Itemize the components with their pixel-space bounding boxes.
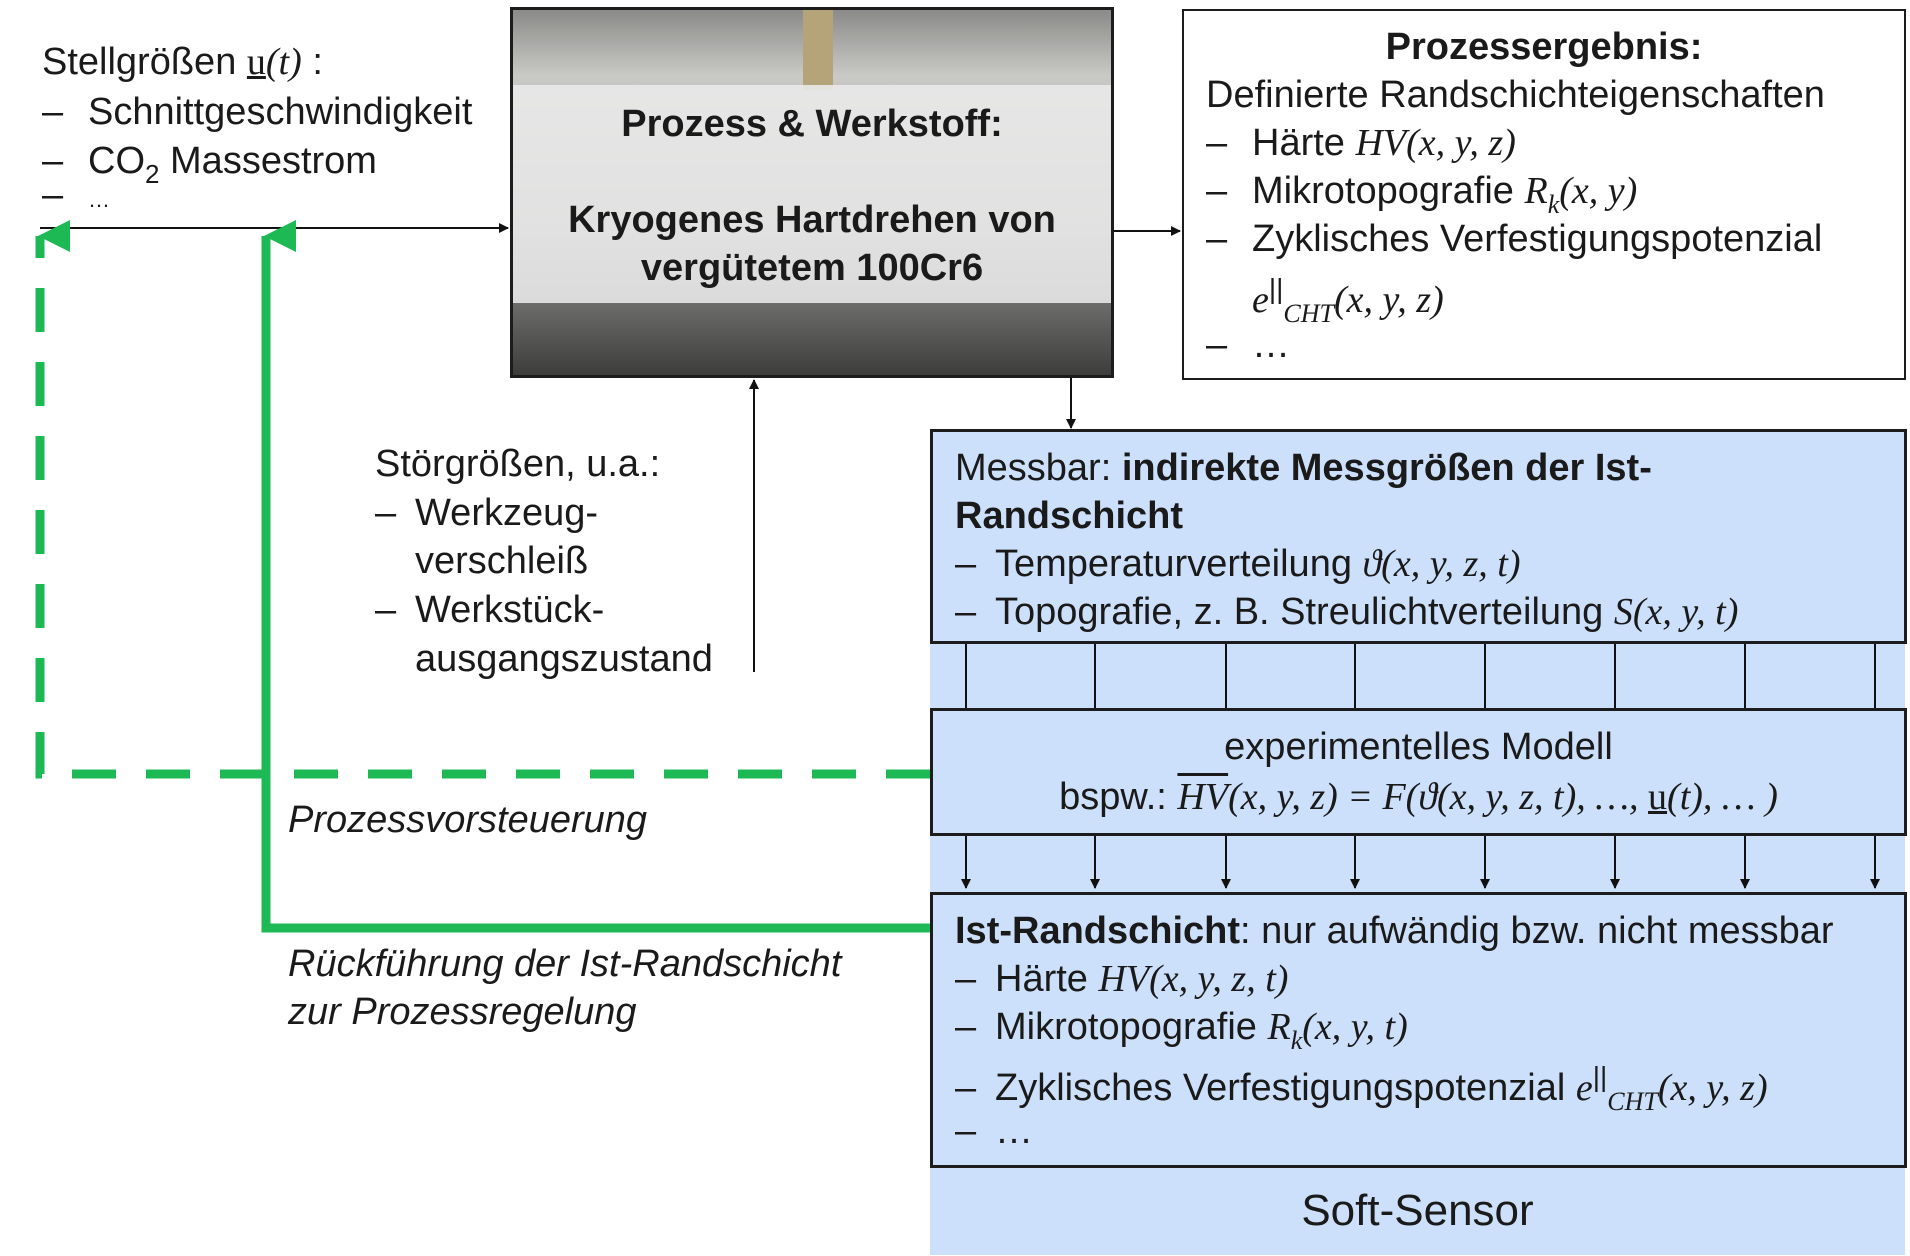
ist-zyk: –Zyklisches Verfestigungspotenzial e||CH… xyxy=(955,1061,1768,1116)
messbar-title: Messbar: indirekte Messgrößen der Ist- xyxy=(955,447,1652,489)
model-to-ist-arrows xyxy=(961,836,1880,889)
result-zyk: –Zyklisches Verfestigungspotenzial xyxy=(1206,218,1823,260)
result-ellipsis: –… xyxy=(1206,324,1290,366)
messbar-box: Messbar: indirekte Messgrößen der Ist- R… xyxy=(930,429,1907,644)
process-label-panel xyxy=(513,85,1111,303)
messbar-title-cont: Randschicht xyxy=(955,495,1184,537)
stellgroesse-item: –… xyxy=(42,174,110,216)
ist-ellipsis: –… xyxy=(955,1110,1033,1152)
stellgroesse-item: –Schnittgeschwindigkeit xyxy=(42,91,473,133)
feedback-path xyxy=(261,220,930,933)
stellgroessen-title: Stellgrößen u(t) : xyxy=(42,41,323,83)
stoer-title: Störgrößen, u.a.: xyxy=(375,443,661,485)
stellgroesse-item: –CO2 Massestrom xyxy=(42,140,377,189)
modell-box: experimentelles Modell bspw.: HV(x, y, z… xyxy=(930,708,1907,836)
process-title: Prozess & Werkstoff: xyxy=(621,103,1003,145)
messbar-temp: –Temperaturverteilung ϑ(x, y, z, t) xyxy=(955,543,1521,585)
vorsteuerung-label: Prozessvorsteuerung xyxy=(288,799,648,841)
ist-mikro: –Mikrotopografie Rk(x, y, t) xyxy=(955,1006,1408,1055)
stoer-item-cont: verschleiß xyxy=(415,540,589,582)
stoer-item: –Werkzeug- xyxy=(375,492,599,534)
stoer-item: –Werkstück- xyxy=(375,589,605,631)
ist-title: Ist-Randschicht: nur aufwändig bzw. nich… xyxy=(955,910,1834,952)
result-subtitle: Definierte Randschichteigenschaften xyxy=(1206,74,1825,116)
process-box: Prozess & Werkstoff: Kryogenes Hartdrehe… xyxy=(510,7,1114,378)
result-e-cht: e||CHT(x, y, z) xyxy=(1252,273,1444,328)
ist-haerte: –Härte HV(x, y, z, t) xyxy=(955,958,1289,1000)
soft-sensor-label: Soft-Sensor xyxy=(1301,1186,1534,1235)
messbar-topo: –Topografie, z. B. Streulichtverteilung … xyxy=(955,591,1739,633)
result-title: Prozessergebnis: xyxy=(1385,26,1703,68)
u-symbol: u xyxy=(246,41,266,83)
process-line3: vergütetem 100Cr6 xyxy=(640,247,984,289)
result-mikro: –Mikrotopografie Rk(x, y) xyxy=(1206,170,1638,219)
result-box: Prozessergebnis: Definierte Randschichte… xyxy=(1182,9,1906,380)
rueckfuehrung-label: Rückführung der Ist-Randschicht xyxy=(288,943,842,985)
rueckfuehrung-label-cont: zur Prozessregelung xyxy=(288,991,637,1033)
modell-formula: bspw.: HV(x, y, z) = F(ϑ(x, y, z, t), …,… xyxy=(1059,776,1778,818)
modell-title: experimentelles Modell xyxy=(1224,726,1613,768)
process-line2: Kryogenes Hartdrehen von xyxy=(568,199,1056,241)
ist-box: Ist-Randschicht: nur aufwändig bzw. nich… xyxy=(930,892,1907,1168)
process-photo-tool xyxy=(803,10,833,90)
result-haerte: –Härte HV(x, y, z) xyxy=(1206,122,1516,164)
measure-to-model-lines xyxy=(965,644,1876,708)
stoer-item-cont: ausgangszustand xyxy=(415,638,713,680)
feedforward-path xyxy=(35,220,930,779)
